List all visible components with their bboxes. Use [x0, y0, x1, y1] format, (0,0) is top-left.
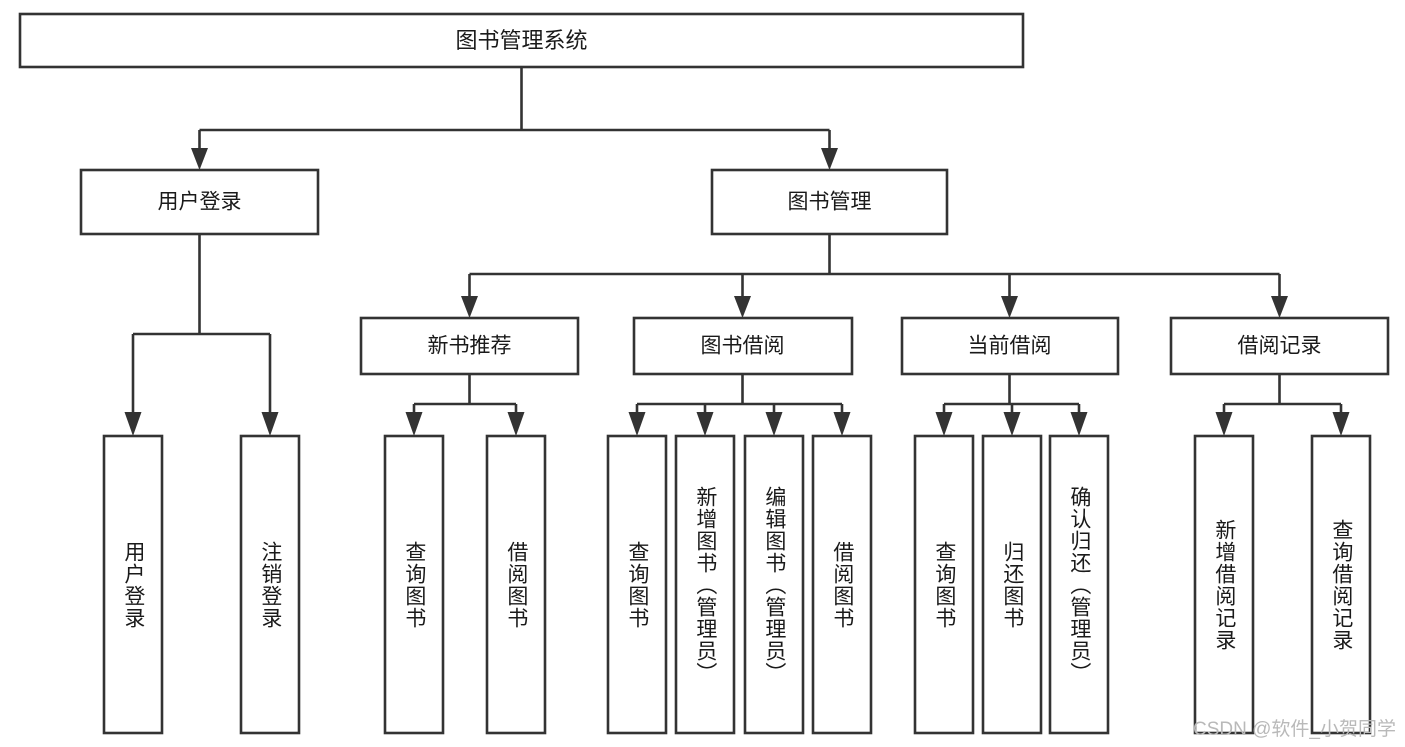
arrow-leaf-add-book [696, 412, 714, 436]
edge-layer-leaves-user-login [124, 234, 279, 436]
node-current-borrow[interactable]: 当前借阅 [900, 316, 1120, 376]
node-leaf-borrow-book-2-box[interactable] [811, 434, 873, 735]
node-user-login-box[interactable] [79, 168, 320, 236]
node-current-borrow-label: 当前借阅 [968, 335, 1052, 358]
node-new-book-rec[interactable]: 新书推荐 [359, 316, 580, 376]
node-leaf-query-book-1-box[interactable] [383, 434, 445, 735]
arrow-book-borrow [734, 296, 751, 318]
arrow-leaf-user-login [124, 412, 142, 436]
node-new-book-rec-box[interactable] [359, 316, 580, 376]
node-leaf-edit-book-box[interactable] [743, 434, 805, 735]
node-leaf-return-book-box[interactable] [981, 434, 1043, 735]
arrow-leaf-add-record [1215, 412, 1233, 436]
node-book-manage-label: 图书管理 [788, 191, 872, 214]
arrow-leaf-query-book-1 [405, 412, 423, 436]
arrow-leaf-return-book [1003, 412, 1021, 436]
arrow-new-book-rec [461, 296, 478, 318]
node-leaf-query-book-2-box[interactable] [606, 434, 668, 735]
arrow-leaf-borrow-book-2 [833, 412, 851, 436]
node-user-login[interactable]: 用户登录 [79, 168, 320, 236]
arrow-book-manage [821, 148, 838, 170]
node-leaf-query-record-box[interactable] [1310, 434, 1372, 735]
node-borrow-record-label: 借阅记录 [1238, 335, 1322, 358]
node-current-borrow-box[interactable] [900, 316, 1120, 376]
edge-layer-level3 [461, 234, 1288, 318]
edge-layer-leaves-book-borrow [628, 374, 851, 436]
node-leaf-user-logout-box[interactable] [239, 434, 301, 735]
node-leaf-confirm-return-box[interactable] [1048, 434, 1110, 735]
node-root-label: 图书管理系统 [455, 28, 587, 53]
edge-layer-leaves-new-book-rec [405, 374, 525, 436]
arrow-leaf-query-record [1332, 412, 1350, 436]
node-leaf-user-login-box[interactable] [102, 434, 164, 735]
node-root[interactable]: 图书管理系统 [18, 12, 1025, 69]
node-root-box[interactable] [18, 12, 1025, 69]
node-book-manage[interactable]: 图书管理 [710, 168, 949, 236]
node-book-manage-box[interactable] [710, 168, 949, 236]
arrow-borrow-record [1271, 296, 1288, 318]
node-borrow-record-box[interactable] [1169, 316, 1390, 376]
arrow-leaf-borrow-book-1 [507, 412, 525, 436]
node-leaf-query-book-3-box[interactable] [913, 434, 975, 735]
edge-layer-leaves-borrow-record [1215, 374, 1350, 436]
node-borrow-record[interactable]: 借阅记录 [1169, 316, 1390, 376]
arrow-leaf-query-book-2 [628, 412, 646, 436]
arrow-current-borrow [1001, 296, 1018, 318]
arrow-leaf-query-book-3 [935, 412, 953, 436]
node-leaf-add-book-box[interactable] [674, 434, 736, 735]
arrow-leaf-user-logout [261, 412, 279, 436]
node-book-borrow-label: 图书借阅 [701, 335, 785, 358]
node-new-book-rec-label: 新书推荐 [428, 335, 512, 358]
edge-layer-root [191, 67, 838, 170]
leaf-boxes [102, 434, 1372, 735]
arrow-leaf-confirm-return [1070, 412, 1088, 436]
arrow-user-login [191, 148, 208, 170]
arrow-leaf-edit-book [765, 412, 783, 436]
node-user-login-label: 用户登录 [158, 191, 242, 214]
node-leaf-borrow-book-1-box[interactable] [485, 434, 547, 735]
edge-layer-leaves-current-borrow [935, 374, 1088, 436]
node-book-borrow[interactable]: 图书借阅 [632, 316, 854, 376]
node-book-borrow-box[interactable] [632, 316, 854, 376]
node-leaf-add-record-box[interactable] [1193, 434, 1255, 735]
